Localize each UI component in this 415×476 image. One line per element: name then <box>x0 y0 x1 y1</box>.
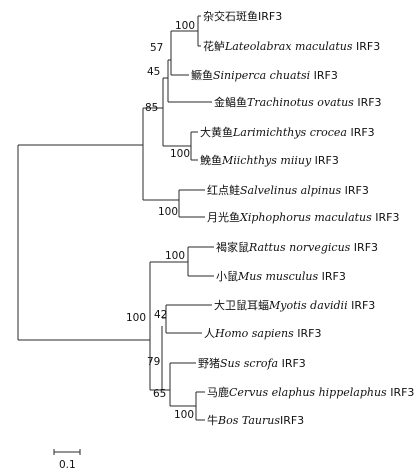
leaf-label-bos: 牛Bos TaurusIRF3 <box>207 413 304 427</box>
support-with-trachinotus: 45 <box>147 66 160 78</box>
leaf-label-lateolabrax: 花鲈Lateolabrax maculatus IRF3 <box>203 39 380 53</box>
scale-bar: 0.1 <box>53 449 81 471</box>
leaf-labels: 杂交石斑鱼IRF3 花鲈Lateolabrax maculatus IRF3 鳜… <box>191 9 414 427</box>
support-laurasia: 79 <box>147 356 160 368</box>
support-perciform: 85 <box>145 102 158 114</box>
leaf-label-cervus: 马鹿Cervus elaphus hippelaphus IRF3 <box>207 385 414 399</box>
support-mammals: 100 <box>126 312 146 324</box>
support-sciaenidae: 100 <box>170 148 190 160</box>
leaf-label-rattus: 褐家鼠Rattus norvegicus IRF3 <box>216 240 378 254</box>
leaf-label-miichthys: 鮸鱼Miichthys miiuy IRF3 <box>200 153 339 167</box>
support-with-siniperca: 57 <box>150 42 163 54</box>
leaf-label-hybrid-grouper: 杂交石斑鱼IRF3 <box>203 9 282 23</box>
leaf-label-siniperca: 鳜鱼Siniperca chuatsi IRF3 <box>191 68 338 82</box>
leaf-label-xiphophorus: 月光鱼Xiphophorus maculatus IRF3 <box>207 210 400 224</box>
support-rodents: 100 <box>165 250 185 262</box>
support-sus-group: 65 <box>153 388 166 400</box>
leaf-label-trachinotus: 金鲳鱼Trachinotus ovatus IRF3 <box>214 95 382 109</box>
leaf-label-mus: 小鼠Mus musculus IRF3 <box>216 269 346 283</box>
support-salvelinus-xiphophorus: 100 <box>158 206 178 218</box>
leaf-label-homo: 人Homo sapiens IRF3 <box>204 327 322 340</box>
support-values: 100 57 45 100 85 100 100 42 100 65 79 10… <box>126 20 195 421</box>
leaf-label-larimichthys: 大黄鱼Larimichthys crocea IRF3 <box>200 125 375 139</box>
leaf-label-sus: 野猪Sus scrofa IRF3 <box>198 357 306 370</box>
support-grouper-lateolabrax: 100 <box>175 20 195 32</box>
tree-branches <box>17 15 214 421</box>
leaf-label-salvelinus: 红点鲑Salvelinus alpinus IRF3 <box>207 183 369 197</box>
scale-bar-label: 0.1 <box>59 459 76 471</box>
leaf-label-myotis: 大卫鼠耳蝠Myotis davidii IRF3 <box>214 298 375 312</box>
support-myotis-homo: 42 <box>154 309 167 321</box>
support-bos-cervus: 100 <box>174 409 194 421</box>
